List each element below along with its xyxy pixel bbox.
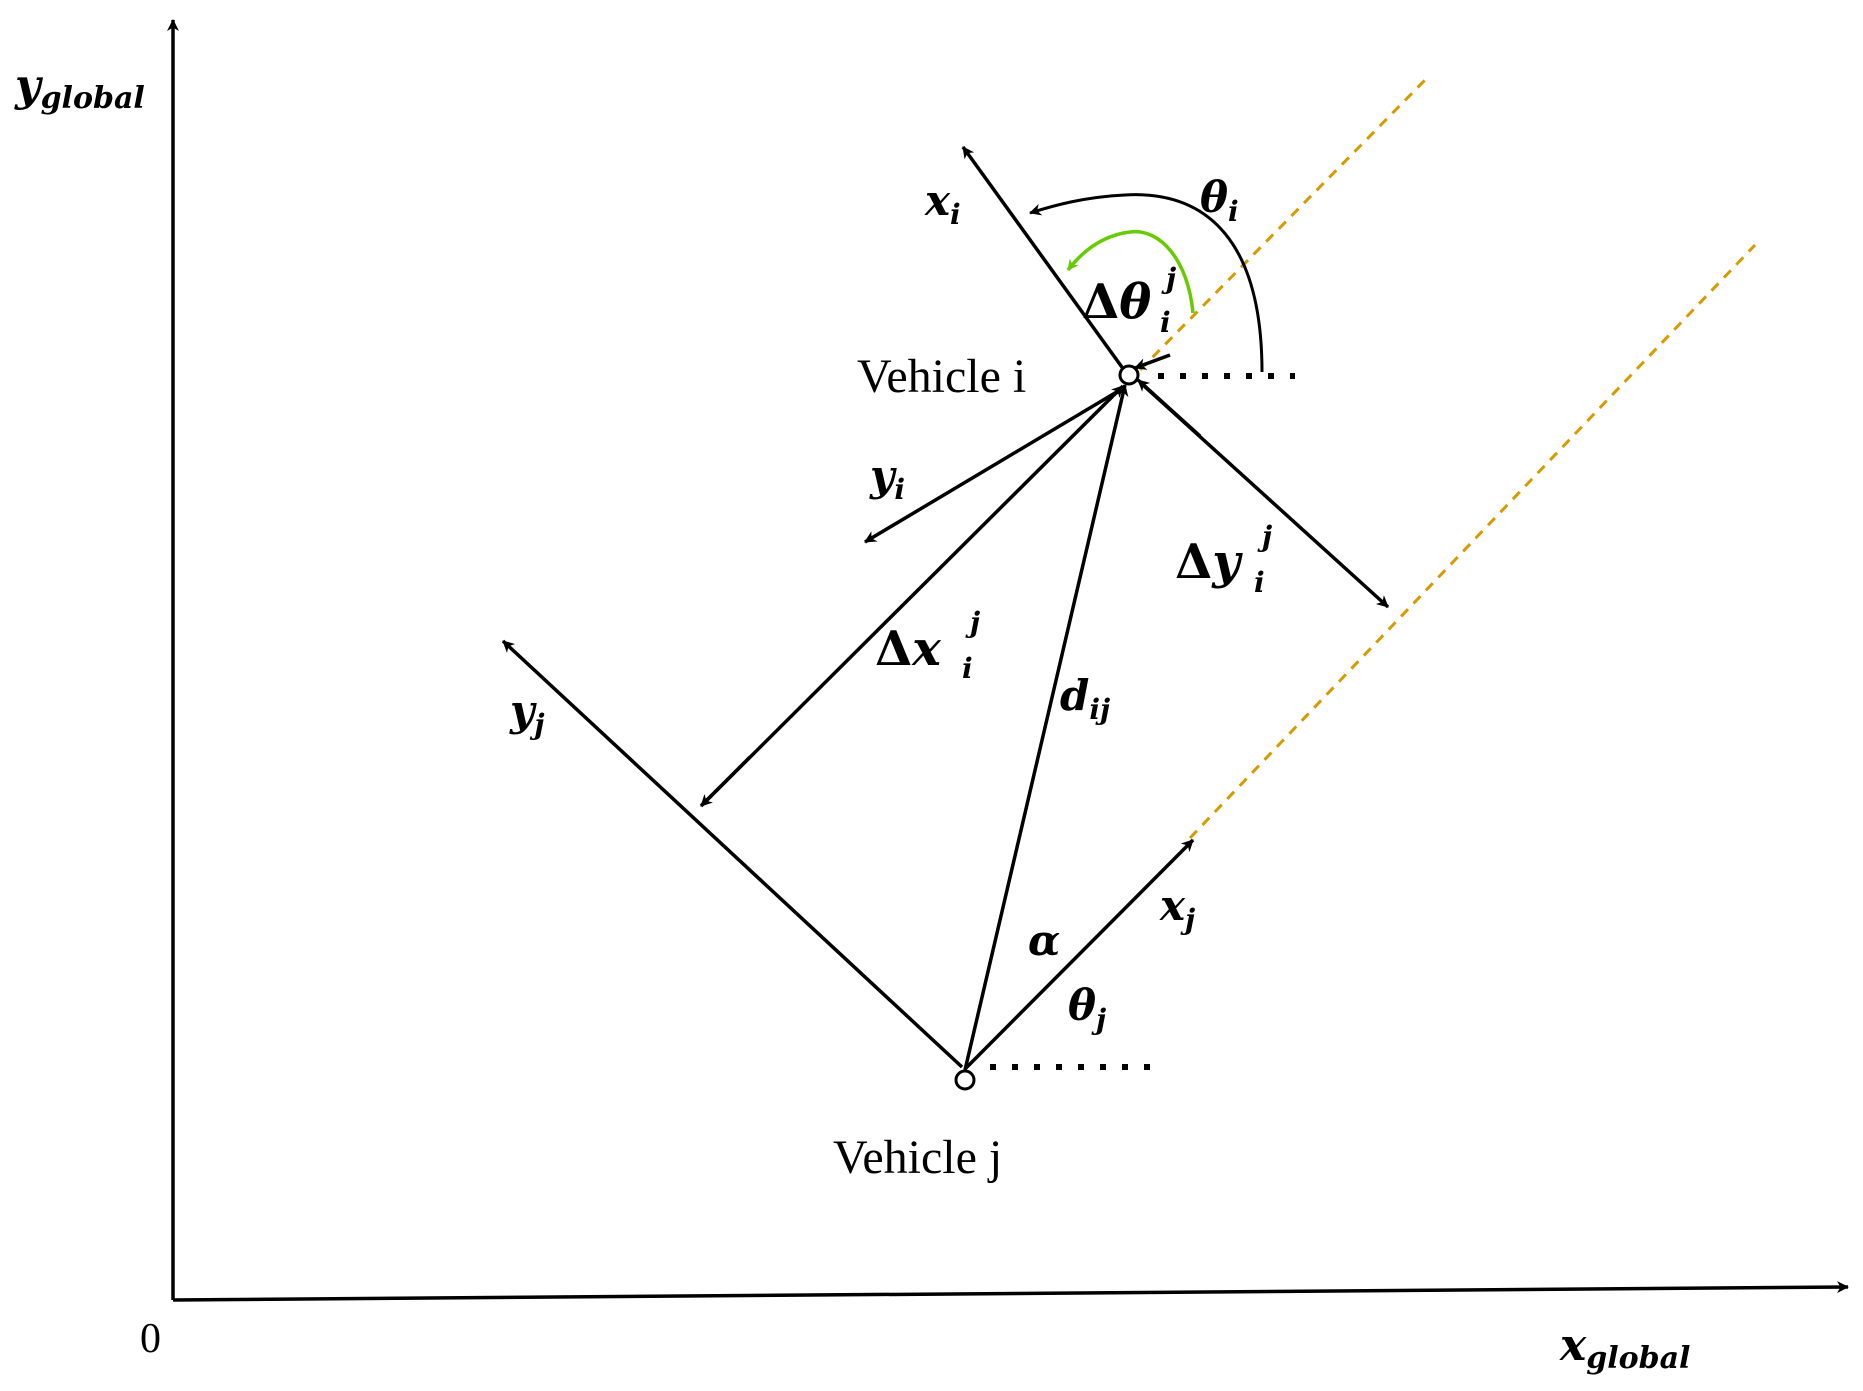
- x-i-label: xi: [924, 176, 961, 231]
- y-i-label: yi: [869, 451, 905, 506]
- delta-x-subscript: i: [962, 652, 973, 685]
- delta-x-label: Δx: [875, 621, 942, 677]
- vehicle-i-label: Vehicle i: [857, 350, 1026, 403]
- delta-x-arrow: [700, 384, 1125, 807]
- delta-y-label: Δy: [1175, 534, 1243, 590]
- theta-i-arc: [1029, 193, 1264, 373]
- y-j-axis-arrow: [501, 639, 964, 1069]
- x-global-axis: [172, 1281, 1849, 1302]
- x-j-label: xj: [1159, 881, 1195, 936]
- d-ij-arrow: [963, 384, 1129, 1071]
- y-i-axis-arrow: [864, 388, 1121, 544]
- theta-i-label: θi: [1200, 173, 1239, 228]
- x-global-label: xglobal: [1559, 1320, 1690, 1376]
- theta-j-label: θj: [1068, 981, 1106, 1036]
- vehicle-i-inbound-arrow: [1134, 353, 1171, 370]
- delta-x-arrow-start: [699, 755, 752, 808]
- delta-y-subscript: i: [1254, 566, 1265, 599]
- d-ij-label: dij: [1060, 671, 1110, 726]
- x-j-reference-dashed-line: [1188, 243, 1757, 840]
- x-i-axis-arrow: [961, 145, 1126, 372]
- x-j-axis-arrow: [964, 838, 1195, 1070]
- delta-theta-superscript: j: [1161, 262, 1176, 295]
- delta-y-superscript: j: [1257, 520, 1272, 553]
- y-j-label: yj: [509, 686, 545, 741]
- delta-theta-label: Δθ: [1082, 274, 1151, 330]
- delta-theta-arc: [1066, 229, 1195, 314]
- vehicle-j-point: [954, 1069, 976, 1091]
- delta-x-superscript: j: [965, 606, 980, 639]
- vehicle-j-label: Vehicle j: [833, 1131, 1002, 1184]
- delta-x-double-arrow: [858, 387, 1120, 537]
- alpha-label: α: [1028, 916, 1060, 965]
- vehicle-i-point: [1118, 364, 1140, 386]
- delta-theta-subscript: i: [1160, 306, 1171, 339]
- delta-y-arrow-start: [1136, 378, 1202, 438]
- origin-label: 0: [140, 1316, 161, 1362]
- x-i-reference-dashed-line: [1138, 78, 1427, 372]
- y-global-label: yglobal: [14, 60, 145, 116]
